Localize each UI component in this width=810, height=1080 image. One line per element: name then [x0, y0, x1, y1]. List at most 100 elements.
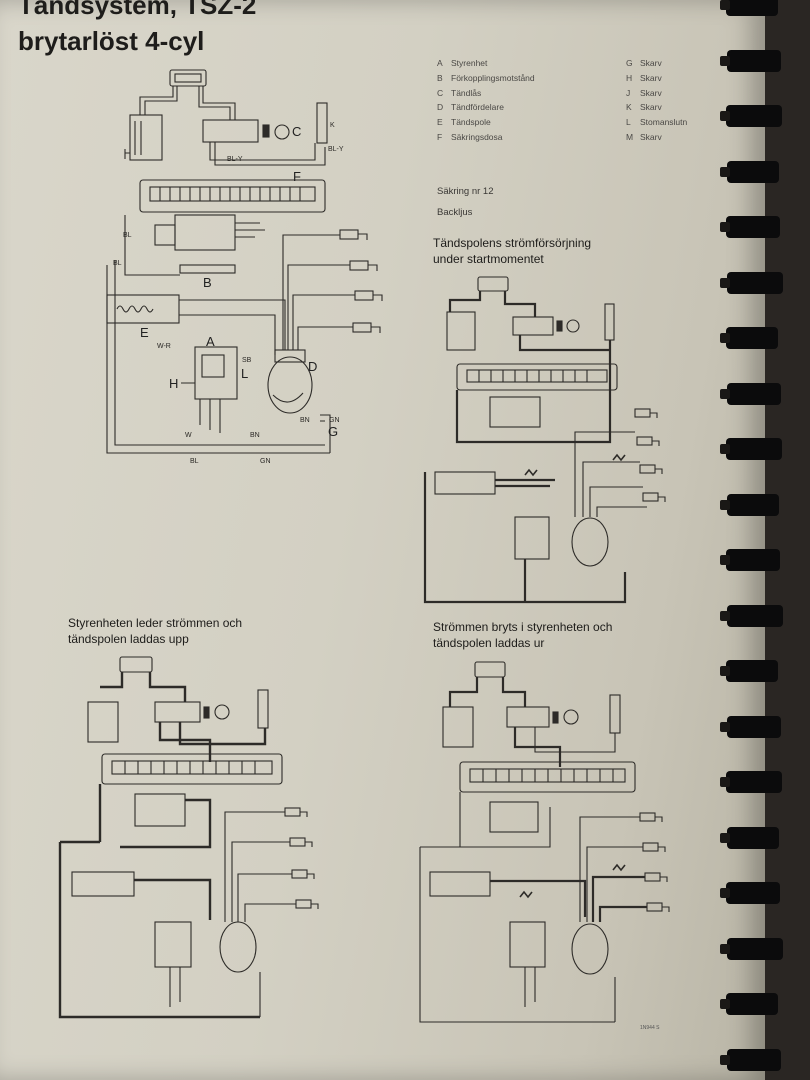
main-connector	[477, 276, 509, 292]
wire-label: W-R	[157, 343, 171, 350]
distributor-cap	[274, 349, 306, 363]
wire-label: SB	[242, 357, 252, 364]
active-wire	[513, 727, 562, 767]
ignition-coil	[429, 871, 491, 897]
main-wire	[124, 149, 130, 159]
wire-label: BL	[190, 458, 199, 465]
legend-label: Skarv	[640, 58, 662, 68]
legend-key: L	[626, 117, 631, 128]
binding-ring	[727, 49, 781, 72]
ignition-lock-icon	[566, 319, 580, 333]
caption-line: tändspolen laddas ur	[433, 636, 545, 650]
binding-ring	[726, 549, 780, 571]
wire-label: BL	[123, 232, 132, 239]
battery-cells	[134, 121, 142, 155]
figure-number: 1N944 S	[640, 1025, 660, 1031]
binding-ring	[727, 1048, 781, 1071]
main-wire	[179, 299, 286, 355]
binding-ring	[727, 382, 781, 405]
ignition-key	[203, 706, 210, 719]
binding-ring	[726, 882, 780, 904]
wire-label: BL	[113, 260, 122, 267]
active-wire	[120, 798, 212, 849]
main-connector	[474, 661, 506, 678]
legend-key: J	[626, 87, 631, 98]
distributor-body	[272, 392, 304, 403]
caption-line: under startmomentet	[433, 252, 544, 266]
wire-label: BN	[300, 417, 310, 424]
caption-line: Tändspolens strömförsörjning	[433, 236, 592, 250]
fuse-slots	[478, 370, 588, 382]
component-label-G: G	[328, 424, 338, 439]
spark-plug	[642, 492, 666, 502]
main-wire	[459, 792, 551, 848]
wiring-diagram-start-phase	[423, 276, 666, 604]
binding-hole	[720, 222, 730, 232]
spark-plug	[639, 464, 663, 474]
legend-key: D	[437, 102, 444, 113]
spark-plug	[289, 837, 313, 847]
legend-item: D Tändfördelare	[437, 100, 535, 115]
binding-ring	[726, 438, 782, 460]
active-wire	[448, 677, 527, 707]
component-label-C: C	[292, 124, 301, 139]
caption-start-phase: Tändspolens strömförsörjning under start…	[433, 235, 591, 267]
binding-ring	[726, 105, 782, 127]
main-wiring-diagram: C K BL-Y BL-Y F B BL BL BL GN E W-R A	[106, 69, 383, 465]
battery	[442, 706, 474, 748]
spark-plug	[646, 902, 670, 912]
wire-label: GN	[260, 458, 271, 465]
binding-ring	[727, 604, 783, 627]
main-connector	[119, 656, 153, 673]
legend-label: Tändspole	[451, 117, 491, 128]
caption-line: Styrenheten leder strömmen och	[68, 616, 243, 630]
main-wire	[169, 967, 261, 1017]
spark-icon	[612, 863, 626, 872]
fuse-row	[466, 369, 608, 383]
ignition-switch	[202, 119, 259, 143]
spark-plug	[639, 812, 663, 822]
wire-label: BL-Y	[328, 146, 344, 153]
main-wire	[209, 142, 326, 166]
legend-key: B	[437, 72, 443, 83]
backup-light-note: Backljus	[437, 207, 473, 218]
fuse-box	[456, 363, 618, 391]
spark-plug	[291, 869, 315, 879]
main-connector	[169, 69, 207, 87]
ignition-key	[262, 124, 270, 138]
spark-plug	[339, 229, 368, 240]
legend-key: G	[626, 58, 633, 68]
ignition-coil	[71, 871, 135, 897]
binding-hole	[720, 999, 730, 1009]
battery	[129, 114, 163, 161]
legend-label: Tändlås	[451, 87, 482, 98]
legend-key: E	[437, 117, 443, 128]
binding-hole	[720, 832, 730, 843]
fuse-slots	[124, 761, 256, 774]
spark-plug	[352, 322, 381, 333]
starter-motor	[134, 793, 186, 827]
wiring-diagram-charge-phase	[58, 656, 319, 1019]
main-wire	[524, 967, 616, 1022]
spark-plug	[634, 408, 658, 418]
legend-label: Styrenhet	[451, 58, 488, 68]
control-unit	[509, 921, 546, 968]
ballast-resistor	[179, 264, 236, 274]
plug-connector	[257, 689, 269, 729]
control-unit-inner	[201, 354, 225, 378]
coil-winding	[116, 305, 154, 313]
plug-connector	[604, 303, 615, 341]
binding-hole	[720, 388, 730, 399]
binding-ring	[727, 937, 783, 960]
legend-label: Tändfördelare	[451, 102, 504, 113]
main-wire	[419, 846, 615, 1023]
binding-hole	[720, 666, 730, 676]
